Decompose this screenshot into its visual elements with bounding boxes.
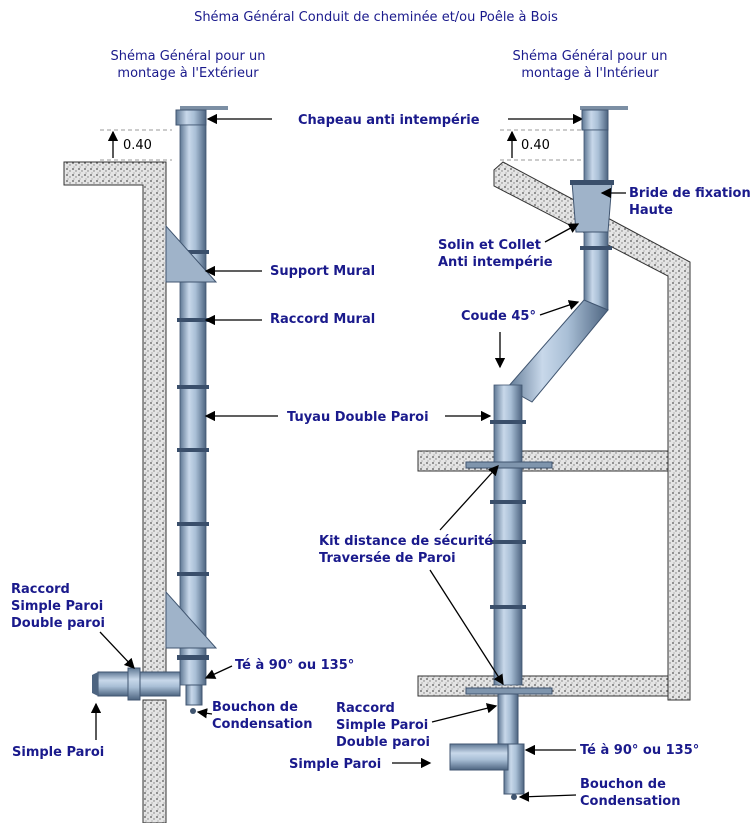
label-left-raccord-1: Raccord xyxy=(11,582,70,597)
label-right-bouchon-1: Bouchon de xyxy=(580,777,666,792)
left-wall xyxy=(63,161,167,823)
label-tuyau-double-paroi: Tuyau Double Paroi xyxy=(287,410,429,425)
label-right-simple-paroi: Simple Paroi xyxy=(289,757,381,772)
right-subtitle-2: montage à l'Intérieur xyxy=(521,66,659,81)
label-bride-1: Bride de fixation xyxy=(629,186,751,201)
label-right-raccord-2: Simple Paroi xyxy=(336,718,428,733)
label-left-raccord-3: Double paroi xyxy=(11,616,105,631)
left-subtitle-2: montage à l'Extérieur xyxy=(117,66,259,81)
right-subtitle-1: Shéma Général pour un xyxy=(512,49,667,64)
label-support-mural: Support Mural xyxy=(270,264,375,279)
left-subtitle-1: Shéma Général pour un xyxy=(110,49,265,64)
right-height-mark: 0.40 xyxy=(521,138,550,153)
label-coude: Coude 45° xyxy=(461,309,536,324)
label-kit-1: Kit distance de sécurité xyxy=(319,534,493,549)
label-left-simple-paroi: Simple Paroi xyxy=(12,745,104,760)
label-chapeau: Chapeau anti intempérie xyxy=(298,113,480,128)
label-right-bouchon-2: Condensation xyxy=(580,794,680,809)
label-raccord-mural: Raccord Mural xyxy=(270,312,375,327)
label-bride-2: Haute xyxy=(629,203,673,218)
label-kit-2: Traversée de Paroi xyxy=(319,551,456,566)
label-solin-2: Anti intempérie xyxy=(438,255,553,270)
label-left-bouchon-1: Bouchon de xyxy=(212,700,298,715)
page-title: Shéma Général Conduit de cheminée et/ou … xyxy=(194,10,558,25)
left-chimney-pipe xyxy=(92,106,228,714)
label-left-te: Té à 90° ou 135° xyxy=(235,658,354,673)
label-right-raccord-1: Raccord xyxy=(336,701,395,716)
label-left-raccord-2: Simple Paroi xyxy=(11,599,103,614)
right-chimney-pipe xyxy=(449,106,628,800)
label-left-bouchon-2: Condensation xyxy=(212,717,312,732)
label-solin-1: Solin et Collet xyxy=(438,238,541,253)
label-right-te: Té à 90° ou 135° xyxy=(580,743,699,758)
label-right-raccord-3: Double paroi xyxy=(336,735,430,750)
left-height-mark: 0.40 xyxy=(123,138,152,153)
